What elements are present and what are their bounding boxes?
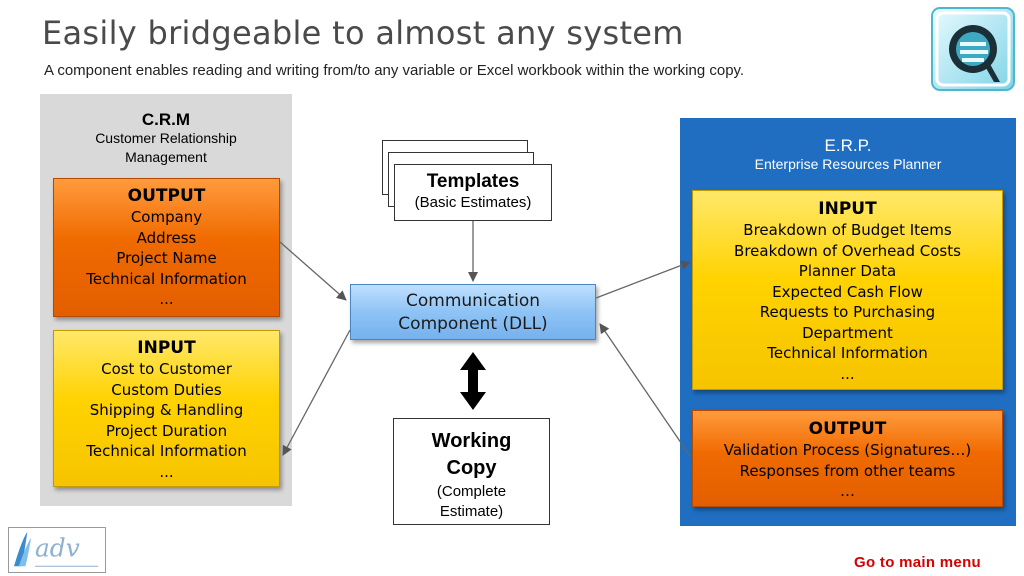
crm-input-item: ... — [159, 462, 174, 481]
communication-line: Component (DLL) — [398, 314, 548, 334]
crm-input-item: Cost to Customer — [101, 360, 232, 378]
slide-subtitle: A component enables reading and writing … — [44, 62, 745, 79]
crm-header: C.R.M Customer Relationship Management — [40, 110, 292, 167]
erp-output-item: Validation Process (Signatures…) — [723, 441, 972, 459]
slide-title: Easily bridgeable to almost any system — [42, 14, 684, 52]
erp-input-item: Planner Data — [798, 262, 897, 280]
working-copy-box: Working Copy (Complete Estimate) — [393, 418, 550, 525]
arrow-component-to-crm-input — [282, 329, 351, 456]
adv-logo-text: adv — [35, 534, 80, 563]
crm-output-item: ... — [159, 290, 174, 308]
crm-subheading: Management — [125, 149, 207, 165]
crm-input-item: Custom Duties — [111, 380, 222, 399]
erp-output-item: Responses from other teams — [739, 461, 956, 480]
crm-output-heading: OUTPUT — [127, 186, 206, 206]
erp-input-item: ... — [840, 364, 855, 383]
erp-subheading: Enterprise Resources Planner — [754, 156, 942, 172]
erp-input-heading: INPUT — [818, 199, 877, 219]
crm-input-item: Technical Information — [86, 442, 247, 460]
working-copy-subtext: (Complete — [436, 483, 507, 500]
arrow-component-to-erp-input — [595, 260, 691, 299]
erp-output-heading: OUTPUT — [808, 419, 887, 439]
arrow-crm-output-to-component — [279, 241, 347, 301]
erp-input-item: Technical Information — [767, 344, 928, 362]
crm-output-item: Project Name — [116, 249, 217, 267]
crm-heading: C.R.M — [141, 110, 191, 129]
crm-subheading: Customer Relationship — [95, 130, 237, 146]
erp-input-item: Breakdown of Overhead Costs — [734, 241, 961, 260]
go-to-main-menu-link[interactable]: Go to main menu — [854, 554, 982, 571]
working-copy-heading: Copy — [446, 457, 497, 479]
erp-input-item: Breakdown of Budget Items — [743, 221, 952, 239]
crm-input-item: Project Duration — [105, 421, 228, 440]
templates-heading: Templates — [426, 171, 520, 192]
communication-line: Communication — [406, 291, 540, 311]
double-arrow-icon — [460, 352, 486, 410]
erp-input-item: Department — [802, 323, 893, 342]
templates-box: Templates (Basic Estimates) — [394, 164, 552, 221]
erp-input-box: INPUT Breakdown of Budget Items Breakdow… — [692, 190, 1003, 390]
erp-output-item: … — [840, 482, 855, 500]
arrow-erp-output-to-component — [599, 323, 691, 457]
erp-header: E.R.P. Enterprise Resources Planner — [680, 136, 1016, 174]
crm-input-heading: INPUT — [137, 338, 196, 358]
crm-output-item: Company — [130, 208, 203, 226]
crm-input-box: INPUT Cost to Customer Custom Duties Shi… — [53, 330, 280, 487]
crm-output-item: Address — [136, 228, 197, 247]
working-copy-heading: Working — [431, 430, 512, 452]
erp-heading: E.R.P. — [824, 136, 872, 155]
crm-input-item: Shipping & Handling — [89, 401, 244, 419]
erp-input-item: Requests to Purchasing — [759, 303, 936, 321]
adv-logo-icon: adv — [8, 527, 106, 573]
erp-input-item: Expected Cash Flow — [772, 282, 923, 301]
crm-output-box: OUTPUT Company Address Project Name Tech… — [53, 178, 280, 317]
working-copy-subtext: Estimate) — [439, 503, 504, 520]
templates-subtext: (Basic Estimates) — [414, 194, 532, 211]
communication-component-box: Communication Component (DLL) — [350, 284, 596, 340]
app-logo-icon — [931, 7, 1015, 91]
crm-output-item: Technical Information — [86, 269, 247, 288]
erp-output-box: OUTPUT Validation Process (Signatures…) … — [692, 410, 1003, 507]
